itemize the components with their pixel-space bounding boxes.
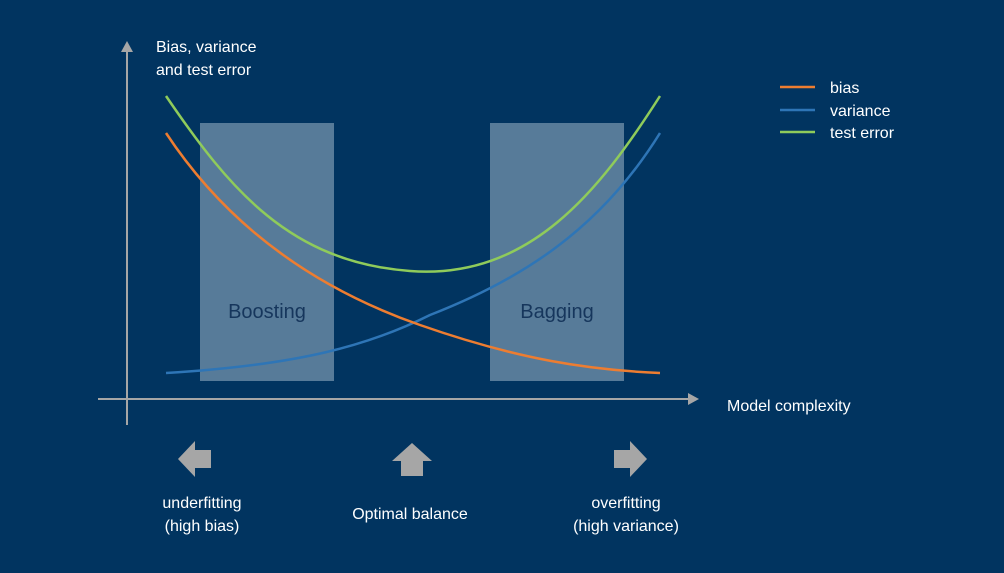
optimal-balance-label: Optimal balance <box>352 506 468 523</box>
x-axis <box>98 393 699 405</box>
boosting-region <box>200 123 334 381</box>
underfitting-sublabel: (high bias) <box>165 518 240 535</box>
y-axis-label-line1: Bias, variance <box>156 39 257 56</box>
legend: bias variance test error <box>780 80 895 142</box>
y-axis-label-line2: and test error <box>156 62 252 79</box>
overfitting-label: overfitting <box>591 495 660 512</box>
x-axis-label: Model complexity <box>727 398 851 415</box>
legend-label-variance: variance <box>830 103 891 120</box>
variance-curve <box>165 132 662 375</box>
arrow-right-icon <box>614 441 647 477</box>
bagging-label: Bagging <box>520 301 593 323</box>
overfitting-sublabel: (high variance) <box>573 518 679 535</box>
boosting-label: Boosting <box>228 301 306 323</box>
test-error-curve <box>164 95 662 273</box>
underfitting-label: underfitting <box>162 495 241 512</box>
legend-label-test-error: test error <box>830 125 895 142</box>
legend-label-bias: bias <box>830 80 859 97</box>
arrow-left-icon <box>178 441 211 477</box>
arrow-up-icon <box>392 443 432 476</box>
bias-curve <box>164 132 661 375</box>
y-axis <box>121 41 133 425</box>
